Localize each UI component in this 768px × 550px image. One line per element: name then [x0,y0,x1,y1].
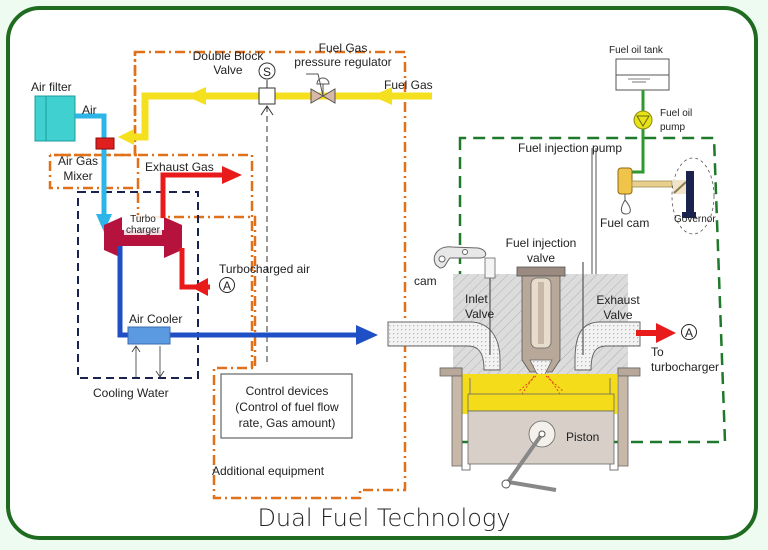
additional-equipment-label: Additional equipment [212,464,325,478]
pressure-regulator-label-2: pressure regulator [294,55,391,69]
control-devices-label-2: (Control of fuel flow [235,400,339,414]
crank [507,480,557,492]
fuel-oil-tank-label: Fuel oil tank [609,45,664,56]
exhaust-valve-label-2: Valve [603,308,632,322]
control-signal-arrowhead [260,105,274,116]
fuel-oil-line [628,90,645,174]
air-filter [34,95,76,142]
air-line [75,113,107,222]
fuel-cam-icon [620,199,631,215]
inlet-port [387,321,501,371]
solenoid-label: S [263,65,271,79]
control-devices-label-1: Control devices [246,384,329,398]
fuel-injection-valve-label-1: Fuel injection [506,236,577,250]
exhaust-out-arrow [656,323,676,343]
control-devices-label-3: rate, Gas amount) [239,416,336,430]
governor [673,171,696,218]
fuel-injection-valve-label-2: valve [527,251,555,265]
turbocharged-air-label: Turbocharged air [219,262,310,276]
piston-top [467,393,615,412]
fuel-injection-pump [617,167,633,195]
air-gas-mixer-label-1: Air Gas [58,154,98,168]
marker-a-right [681,324,697,340]
inlet-valve-label-2: Valve [465,307,494,321]
turbocharger-label-2: charger [126,225,161,236]
fuel-spray [517,375,565,395]
fuel-cam-label: Fuel cam [600,216,649,230]
marker-a-right-label: A [685,326,693,340]
solenoid-icon [258,62,276,80]
exhaust-gas-arrow [222,166,242,184]
additional-equipment-inner-boundary [50,52,140,188]
cooling-water-label: Cooling Water [93,386,169,400]
control-devices-box [220,373,353,439]
to-turbocharger-label-1: To [651,345,664,359]
cooling-water-out-arrow [155,370,165,378]
marker-a-left [219,277,235,293]
air-cooler [127,326,171,345]
to-turbocharger-label-2: turbocharger [651,360,719,374]
charge-air-line [117,246,360,338]
fuel-gas-label: Fuel Gas [384,78,433,92]
turbocharger-label-1: Turbo [130,214,156,225]
exhaust-valve-label-1: Exhaust [596,293,640,307]
marker-a-left-label: A [223,279,231,293]
air-gas-mixer-label-2: Mixer [63,169,92,183]
exhaust-gas-label: Exhaust Gas [145,160,214,174]
connecting-rod [506,432,544,484]
fuel-gas-arrow-2 [186,87,206,105]
double-block-valve-label-1: Double Block [193,49,265,63]
turbocharger [104,215,182,258]
pressure-regulator-label-1: Fuel Gas [319,41,368,55]
fuel-injection-pump-label: Fuel injection pump [518,141,622,155]
pressure-regulator-valve[interactable] [306,73,336,104]
air-arrow [96,214,112,232]
exhaust-out-line [636,330,658,336]
cooling-water-in-arrow [131,345,141,353]
charge-air-arrow [356,325,378,345]
air-filter-label: Air filter [31,80,72,94]
double-block-valve[interactable] [258,87,276,105]
exhaust-port [574,321,641,371]
exhaust-gas-line [160,172,224,218]
turbo-exhaust-inlet-arrow [191,278,208,296]
inlet-valve-label-1: Inlet [465,292,488,306]
fuel-injection-valve [516,266,566,377]
fuel-oil-pump-label-2: pump [660,122,685,133]
double-block-valve-label-2: Valve [213,63,242,77]
cam-label: cam [414,274,437,288]
air-gas-mixer [95,137,115,150]
governor-enclosure [671,157,715,235]
cam-mechanism [433,246,496,355]
air-cooler-label: Air Cooler [129,312,182,326]
fuel-gas-arrow-1 [372,87,392,105]
fuel-gas-line [128,92,432,141]
exhaust-boundary [138,153,254,368]
piston-label: Piston [566,430,599,444]
fuel-oil-pump-label-1: Fuel oil [660,108,692,119]
air-label: Air [82,103,97,117]
additional-equipment-boundary [48,50,407,500]
governor-label: Governor [674,214,716,225]
engine-boundary [458,136,727,444]
fuel-gas-arrow-3 [118,129,134,145]
diagram-title: Dual Fuel Technology [257,504,510,532]
